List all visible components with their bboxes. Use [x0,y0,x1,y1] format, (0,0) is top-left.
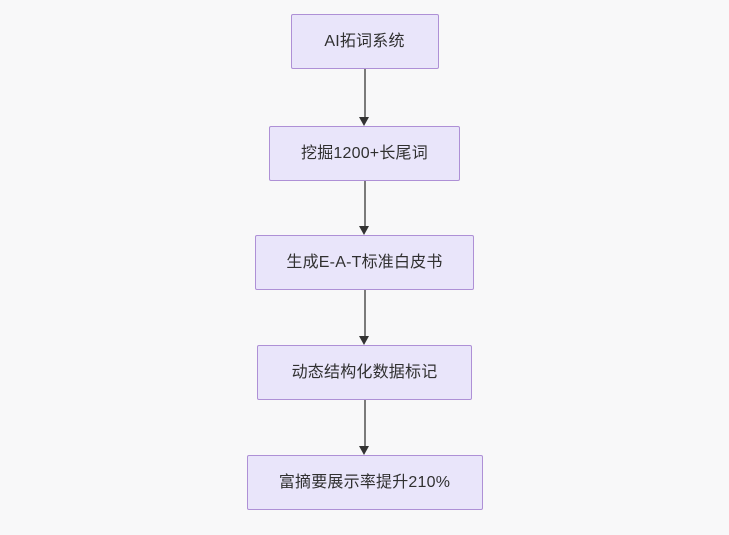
flow-connector-2 [358,181,372,235]
flow-node-5[interactable]: 富摘要展示率提升210% [246,455,483,510]
flow-connector-3 [358,290,372,345]
flow-node-1-label: AI拓词系统 [324,32,405,50]
connector-line-icon [363,290,366,336]
arrowhead-down-icon [359,336,369,345]
flow-node-3[interactable]: 生成E-A-T标准白皮书 [255,235,474,290]
arrowhead-down-icon [359,117,369,126]
flow-node-4[interactable]: 动态结构化数据标记 [257,345,472,400]
flow-node-5-label: 富摘要展示率提升210% [278,473,451,491]
connector-line-icon [363,181,366,226]
flow-node-4-label: 动态结构化数据标记 [291,363,438,381]
connector-line-icon [363,69,366,117]
arrowhead-down-icon [359,226,369,235]
flow-connector-4 [358,400,372,455]
flow-node-3-label: 生成E-A-T标准白皮书 [286,253,443,271]
flow-connector-1 [358,69,372,126]
flow-node-1[interactable]: AI拓词系统 [290,14,439,69]
arrowhead-down-icon [359,446,369,455]
flow-node-2[interactable]: 挖掘1200+长尾词 [269,126,460,181]
connector-line-icon [363,400,366,446]
flow-node-2-label: 挖掘1200+长尾词 [301,144,428,162]
